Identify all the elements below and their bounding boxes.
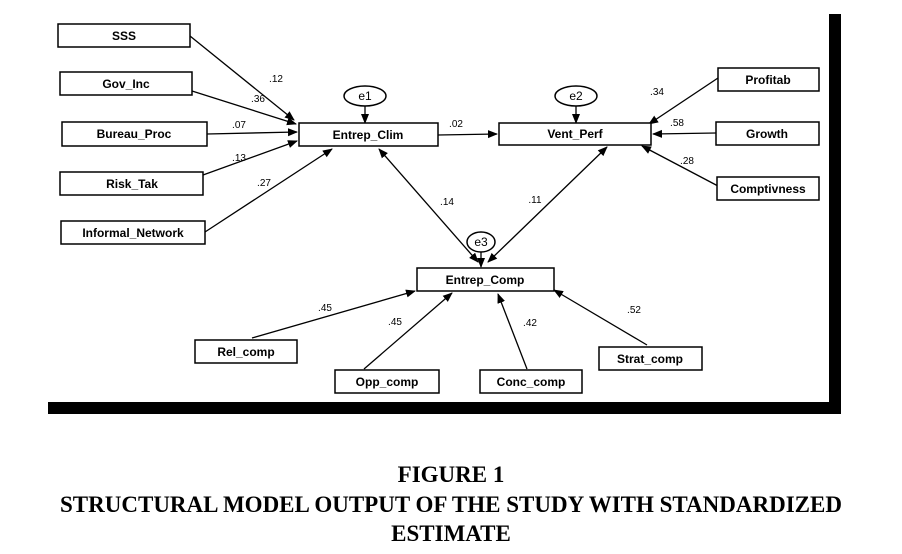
figure-label: FIGURE 1 bbox=[397, 462, 505, 487]
coef-bureau-to-clim: .07 bbox=[232, 120, 246, 131]
node-entrep-clim: Entrep_Clim bbox=[333, 128, 404, 142]
path-clim-to-perf bbox=[437, 130, 498, 139]
node-bureau-proc-box bbox=[61, 121, 208, 147]
error-e2: e2 bbox=[569, 89, 583, 103]
node-comptivness: Comptivness bbox=[730, 182, 806, 196]
coef-profitab-to-perf: .34 bbox=[650, 87, 664, 98]
coef-opp-to-comp: .45 bbox=[388, 317, 402, 328]
node-entrep-comp-box bbox=[416, 267, 555, 292]
node-opp-comp-box bbox=[334, 369, 440, 394]
node-rel-comp-box bbox=[194, 339, 298, 364]
coef-comp-perf: .11 bbox=[528, 195, 542, 206]
diagram-frame: SSS Gov_Inc Bureau_Proc Risk_Tak Informa… bbox=[48, 14, 841, 414]
path-comptiv-to-perf bbox=[641, 145, 719, 187]
path-growth-to-perf bbox=[652, 129, 717, 138]
error-e3: e3 bbox=[474, 235, 488, 249]
path-conc-to-comp bbox=[497, 293, 528, 370]
figure-title: STRUCTURAL MODEL OUTPUT OF THE STUDY WIT… bbox=[60, 492, 842, 546]
node-conc-comp: Conc_comp bbox=[497, 375, 566, 389]
path-opp-to-comp bbox=[363, 292, 453, 370]
node-strat-comp: Strat_comp bbox=[617, 352, 683, 366]
path-bureau-to-clim bbox=[206, 128, 298, 137]
path-comp-clim bbox=[378, 148, 479, 263]
node-entrep-clim-box bbox=[298, 122, 439, 147]
structural-model-diagram: SSS Gov_Inc Bureau_Proc Risk_Tak Informa… bbox=[48, 14, 829, 402]
coef-informal-to-clim: .27 bbox=[257, 178, 271, 189]
coef-gov-to-clim: .36 bbox=[251, 94, 265, 105]
node-conc-comp-box bbox=[479, 369, 583, 394]
node-entrep-comp: Entrep_Comp bbox=[446, 273, 525, 287]
error-e1: e1 bbox=[358, 89, 372, 103]
path-strat-to-comp bbox=[553, 289, 648, 346]
node-sss: SSS bbox=[112, 29, 136, 43]
coef-rel-to-comp: .45 bbox=[318, 303, 332, 314]
node-strat-comp-box bbox=[598, 346, 703, 371]
coef-comptiv-to-perf: .28 bbox=[680, 156, 694, 167]
node-growth: Growth bbox=[746, 127, 788, 141]
path-risk-to-clim bbox=[202, 140, 298, 176]
node-profitab-box bbox=[717, 67, 820, 92]
node-sss-box bbox=[57, 23, 191, 48]
path-profitab-to-perf bbox=[648, 77, 719, 125]
node-comptivness-box bbox=[716, 176, 820, 201]
coef-conc-to-comp: .42 bbox=[523, 318, 537, 329]
coef-strat-to-comp: .52 bbox=[627, 305, 641, 316]
path-gov-to-clim bbox=[191, 90, 297, 126]
coef-clim-to-perf: .02 bbox=[449, 119, 463, 130]
error-e1-circle bbox=[343, 85, 387, 107]
node-risk-tak: Risk_Tak bbox=[106, 177, 158, 191]
coef-comp-clim: .14 bbox=[440, 197, 454, 208]
coef-sss-to-clim: .12 bbox=[269, 74, 283, 85]
error-e2-circle bbox=[554, 85, 598, 107]
coef-growth-to-perf: .58 bbox=[670, 118, 684, 129]
node-risk-tak-box bbox=[59, 171, 204, 196]
path-sss-to-clim bbox=[189, 35, 295, 121]
node-profitab: Profitab bbox=[745, 73, 790, 87]
coef-risk-to-clim: .13 bbox=[232, 153, 246, 164]
error-e3-circle bbox=[466, 231, 496, 253]
path-comp-perf bbox=[487, 146, 608, 263]
node-growth-box bbox=[715, 121, 820, 146]
node-informal-network-box bbox=[60, 220, 206, 245]
path-informal-to-clim bbox=[204, 148, 333, 233]
node-gov-inc-box bbox=[59, 71, 193, 96]
path-rel-to-comp bbox=[251, 289, 416, 339]
node-bureau-proc: Bureau_Proc bbox=[97, 127, 172, 141]
node-gov-inc: Gov_Inc bbox=[102, 77, 150, 91]
node-vent-perf-box bbox=[498, 122, 652, 146]
node-opp-comp: Opp_comp bbox=[356, 375, 419, 389]
node-rel-comp: Rel_comp bbox=[217, 345, 274, 359]
node-informal-network: Informal_Network bbox=[82, 226, 184, 240]
node-vent-perf: Vent_Perf bbox=[547, 127, 603, 141]
